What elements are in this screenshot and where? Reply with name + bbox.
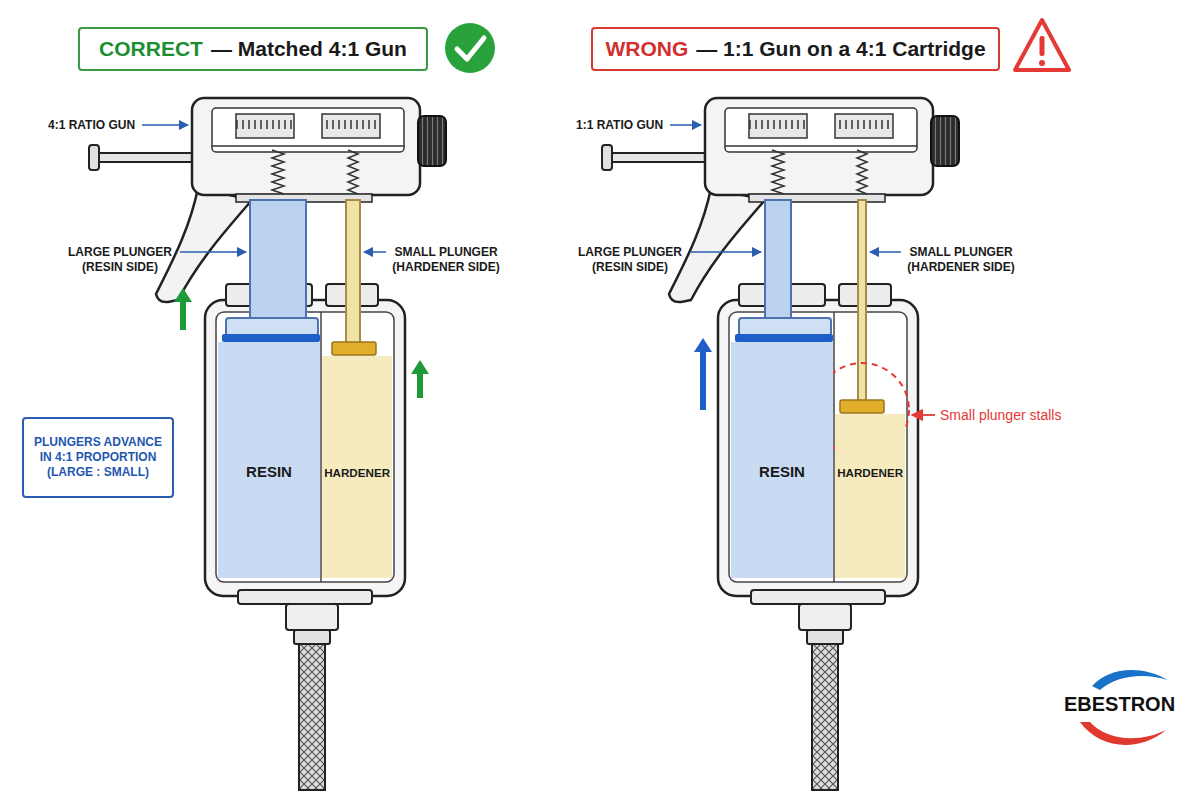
small-plunger-head [840,400,884,413]
screw-thread [772,150,784,194]
large-plunger-plate [739,318,831,336]
banner-text: — 1:1 Gun on a 4:1 Cartridge [696,37,985,61]
warning-dot [1039,60,1045,66]
up-arrow [411,360,429,398]
logo-swoosh [1092,670,1168,690]
resin-chamber: RESIN [731,342,833,578]
leader-arrow [670,124,701,126]
check-circle [445,23,495,73]
label-holder: LARGE PLUNGER (RESIN SIDE) [62,245,178,275]
banner-text: WRONG [605,37,688,61]
large-plunger-rod [250,200,306,320]
part-label: LARGE PLUNGER (RESIN SIDE) [572,245,688,275]
check-icon [445,23,495,73]
label-holder: SMALL PLUNGER (HARDENER SIDE) [388,245,504,275]
warning-bar [1040,36,1045,56]
note-box: PLUNGERS ADVANCE IN 4:1 PROPORTION (LARG… [22,417,174,498]
chamber-label: RESIN [246,463,292,481]
large-plunger-seal [735,334,833,342]
leader-arrow [912,414,935,416]
chamber-label: HARDENER [324,464,390,482]
brand-name: EBESTRON [1064,692,1175,716]
label-holder: EBESTRON [1064,692,1175,716]
up-arrow [174,288,192,330]
chamber-label: RESIN [759,463,805,481]
part-label: SMALL PLUNGER (HARDENER SIDE) [388,245,504,275]
small-plunger-head [332,342,376,355]
screw-thread [272,150,284,194]
label-holder: 1:1 RATIO GUN [576,118,663,133]
resin-chamber: RESIN [218,342,320,578]
label-holder: SMALL PLUNGER (HARDENER SIDE) [903,245,1019,275]
screw-thread [857,150,867,194]
hardener-chamber: HARDENER [835,414,905,578]
large-plunger-rod [765,200,791,320]
label-holder: LARGE PLUNGER (RESIN SIDE) [572,245,688,275]
large-plunger-plate [226,318,318,336]
hardener-chamber: HARDENER [322,356,392,578]
label-holder: Small plunger stalls [940,406,1061,424]
leader-arrow [142,124,188,126]
screw-thread [348,150,358,194]
logo-swoosh [1080,722,1166,745]
label-holder: 4:1 RATIO GUN [48,118,135,133]
large-plunger-seal [222,334,320,342]
result-banner: CORRECT — Matched 4:1 Gun [78,27,428,71]
banner-text: — Matched 4:1 Gun [211,37,407,61]
leader-arrow [364,251,386,253]
up-arrow [694,338,712,410]
dispenser-gun [602,98,959,790]
part-label: 1:1 RATIO GUN [576,118,663,133]
leader-arrow [180,251,246,253]
banner-text: CORRECT [99,37,203,61]
check-mark [457,38,484,59]
part-label: SMALL PLUNGER (HARDENER SIDE) [903,245,1019,275]
chamber-label: HARDENER [837,464,903,482]
small-plunger-rod [346,200,360,343]
part-label: LARGE PLUNGER (RESIN SIDE) [62,245,178,275]
leader-arrow [690,251,761,253]
note-text: PLUNGERS ADVANCE IN 4:1 PROPORTION (LARG… [32,435,164,480]
warning-icon [1015,20,1069,70]
warning-triangle [1015,20,1069,70]
result-banner: WRONG — 1:1 Gun on a 4:1 Cartridge [591,27,1000,71]
small-plunger-rod [858,200,866,401]
leader-arrow [870,251,901,253]
callout-text: Small plunger stalls [940,406,1061,424]
part-label: 4:1 RATIO GUN [48,118,135,133]
